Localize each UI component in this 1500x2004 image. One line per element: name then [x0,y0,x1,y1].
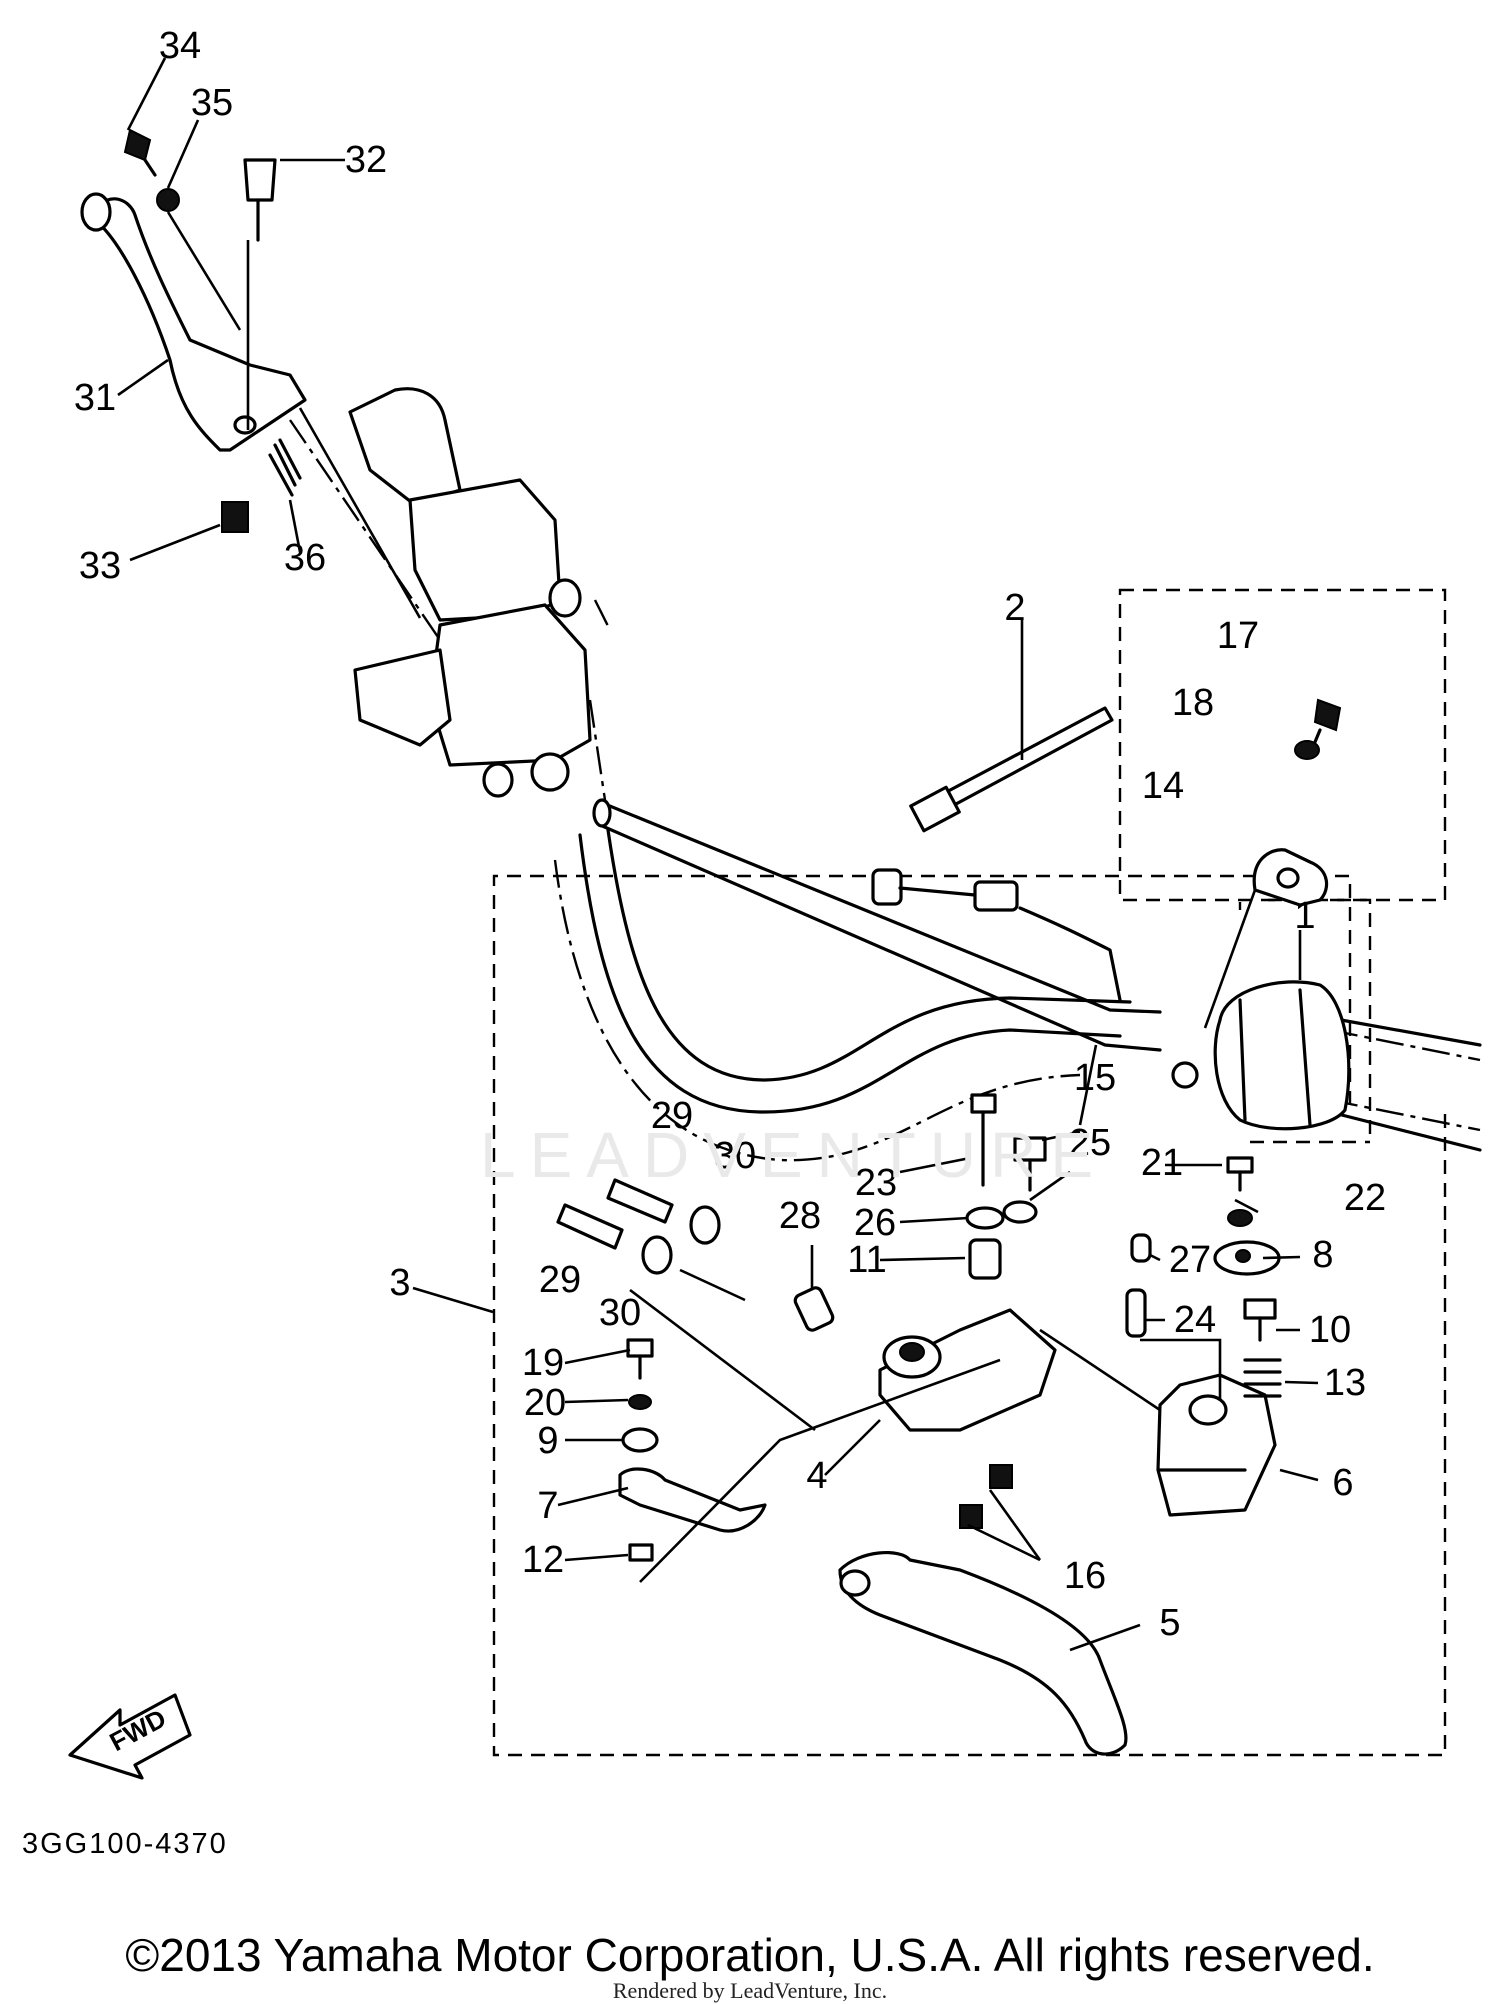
part-label-5: 5 [1159,1602,1180,1644]
part-label-34: 34 [159,25,201,67]
part-label-33: 33 [79,545,121,587]
lever-bracket-assembly [556,1093,1282,1756]
part-label-13: 13 [1324,1362,1366,1404]
part-label-11: 11 [847,1239,886,1281]
part-label-36: 36 [284,537,326,579]
switch-holder [1203,698,1342,1029]
part-label-14: 14 [1142,765,1184,807]
part-label-29a: 29 [651,1095,693,1137]
leader-lines-lower [412,1044,1319,1652]
handlebar [553,798,1482,1162]
part-label-9: 9 [537,1420,558,1462]
handlebar-switch [1171,930,1351,1131]
part-label-30a: 30 [714,1135,756,1177]
front-brake-lever [80,128,422,619]
render-credit: Rendered by LeadVenture, Inc. [612,1978,888,2003]
part-label-20: 20 [524,1382,566,1424]
part-label-2: 2 [1004,587,1025,629]
part-label-26: 26 [854,1202,896,1244]
part-label-1: 1 [1294,895,1315,937]
part-label-18: 18 [1172,682,1214,724]
diagram-code: 3GG100-4370 [22,1828,228,1860]
leader-lines-left [117,57,345,562]
part-label-16: 16 [1064,1555,1106,1597]
part-label-8: 8 [1312,1234,1333,1276]
master-cylinder-assembly [289,387,612,801]
part-label-7: 7 [537,1485,558,1527]
part-label-35: 35 [191,82,233,124]
part-label-28: 28 [779,1195,821,1237]
watermark: LEADVENTURE [480,1119,1107,1191]
part-label-19: 19 [522,1342,564,1384]
part-label-31: 31 [74,377,116,419]
part-label-15: 15 [1074,1057,1116,1099]
part-label-3: 3 [389,1262,410,1304]
part-label-4: 4 [806,1455,827,1497]
part-label-25: 25 [1069,1122,1111,1164]
assembly-box-3 [492,874,1447,1757]
brake-switch [871,868,1122,1002]
part-label-27: 27 [1169,1239,1211,1281]
part-label-17: 17 [1217,615,1259,657]
part-label-24: 24 [1174,1299,1216,1341]
cable-strap [909,620,1114,833]
copyright-notice: ©2013 Yamaha Motor Corporation, U.S.A. A… [125,1929,1375,1981]
fwd-arrow-icon: FWD [68,1693,192,1780]
part-labels: 34 35 32 31 33 36 2 17 18 14 1 15 29 30 … [74,25,1386,1644]
part-label-6: 6 [1332,1462,1353,1504]
part-label-23: 23 [855,1162,897,1204]
part-label-21: 21 [1141,1142,1183,1184]
part-label-30b: 30 [599,1292,641,1334]
part-label-22: 22 [1344,1177,1386,1219]
part-label-32: 32 [345,139,387,181]
part-label-12: 12 [522,1539,564,1581]
part-label-10: 10 [1309,1309,1351,1351]
part-label-29b: 29 [539,1259,581,1301]
